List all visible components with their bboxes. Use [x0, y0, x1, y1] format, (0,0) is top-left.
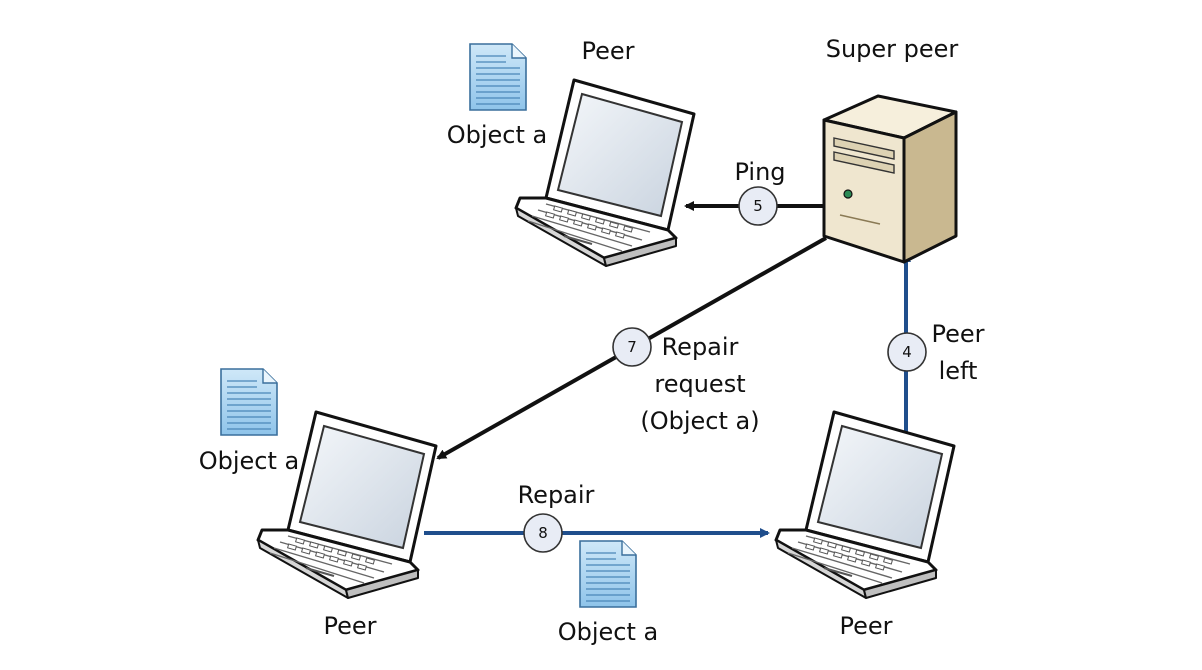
super-peer-label: Super peer	[826, 35, 959, 63]
step-4-badge: 4	[887, 332, 927, 372]
object-middle-label: Object a	[558, 618, 659, 646]
peer-left-notice-label-line-2: left	[939, 357, 978, 385]
object-left-label: Object a	[199, 447, 300, 475]
object-top-label: Object a	[447, 121, 548, 149]
svg-text:5: 5	[753, 197, 763, 215]
repair-label: Repair	[518, 481, 595, 509]
ping-label: Ping	[734, 158, 785, 186]
peer-left-laptop-icon	[256, 410, 438, 600]
object-left-document-icon	[220, 368, 278, 436]
peer-top-laptop-icon	[514, 78, 696, 268]
svg-text:4: 4	[902, 343, 912, 361]
object-top-document-icon	[469, 43, 527, 111]
peer-right-laptop-icon	[774, 410, 956, 600]
peer-right-label: Peer	[839, 612, 892, 640]
object-middle-document-icon	[579, 540, 637, 608]
step-8-badge: 8	[523, 513, 563, 553]
super-peer-server-icon	[822, 94, 958, 264]
svg-text:8: 8	[538, 524, 548, 542]
repair-request-label-line-3: (Object a)	[640, 407, 759, 435]
step-5-badge: 5	[738, 186, 778, 226]
repair-request-label-line-2: request	[654, 370, 745, 398]
svg-text:7: 7	[627, 338, 637, 356]
peer-left-label: Peer	[323, 612, 376, 640]
step-7-badge: 7	[612, 327, 652, 367]
peer-left-notice-label-line-1: Peer	[931, 320, 984, 348]
peer-top-label: Peer	[581, 37, 634, 65]
repair-request-label-line-1: Repair	[662, 333, 739, 361]
